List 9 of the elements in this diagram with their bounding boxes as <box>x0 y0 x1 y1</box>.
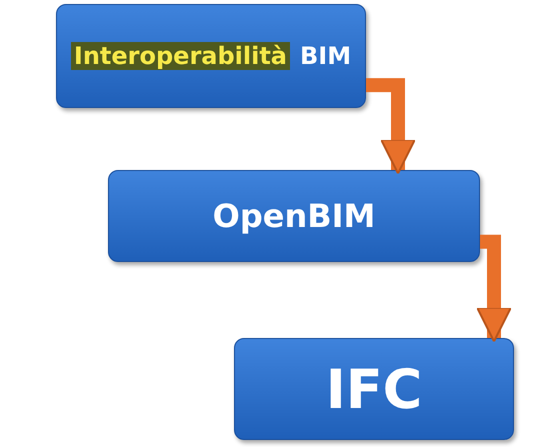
box-label: BIM <box>300 42 352 70</box>
box-label: OpenBIM <box>212 197 376 235</box>
box-label: Interoperabilità <box>70 42 290 70</box>
arrow <box>476 234 512 342</box>
box-label: IFC <box>326 358 422 420</box>
process-box <box>56 4 366 108</box>
process-box <box>108 170 480 262</box>
arrow <box>366 78 416 174</box>
process-box <box>234 338 514 440</box>
